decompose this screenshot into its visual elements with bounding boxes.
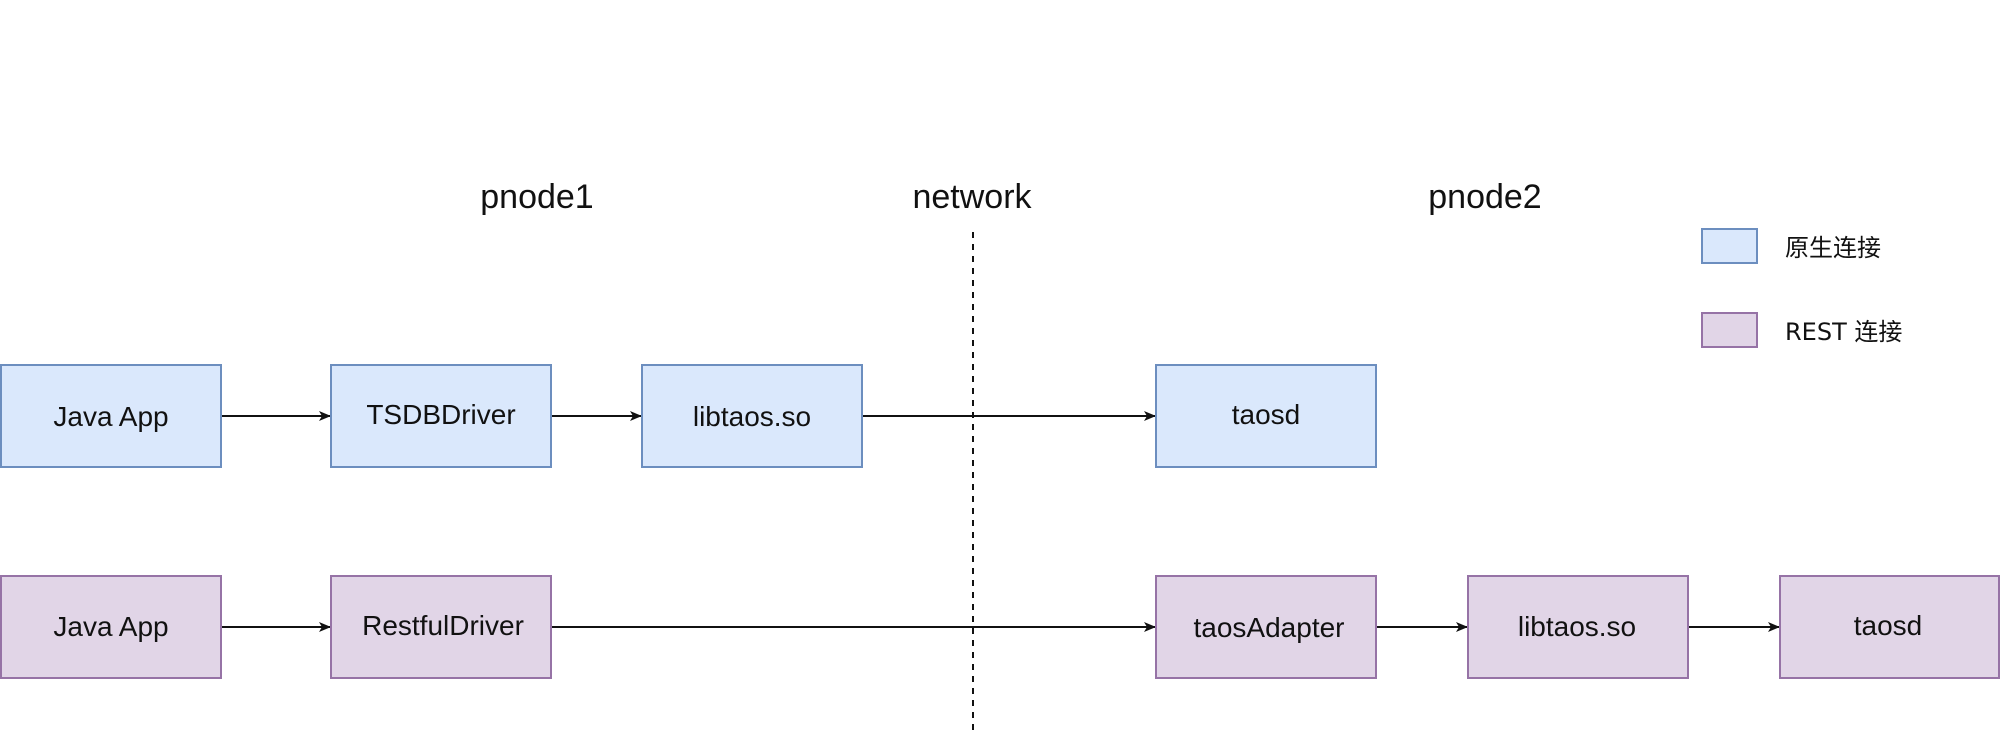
node-rest-restfuldriver: RestfulDriver (330, 575, 552, 679)
header-network: network (912, 178, 1032, 216)
node-rest-taosadapter: taosAdapter (1155, 575, 1377, 679)
node-rest-libtaos-label: libtaos.so (1518, 611, 1636, 642)
node-rest-restfuldriver-label: RestfulDriver (362, 610, 524, 641)
legend-native-swatch (1701, 228, 1758, 264)
legend-rest-swatch (1701, 312, 1758, 348)
node-rest-taosd-label: taosd (1854, 610, 1923, 641)
node-native-tsdbdriver: TSDBDriver (330, 364, 552, 468)
node-native-taosd-label: taosd (1232, 399, 1301, 430)
node-rest-taosd: taosd (1779, 575, 2000, 679)
node-native-libtaos-label: libtaos.so (693, 401, 811, 432)
node-native-tsdbdriver-label: TSDBDriver (366, 399, 515, 430)
node-rest-java-app-label: Java App (53, 611, 168, 642)
node-native-java-app-label: Java App (53, 401, 168, 432)
node-rest-java-app: Java App (0, 575, 222, 679)
node-native-java-app: Java App (0, 364, 222, 468)
header-pnode2: pnode2 (1428, 178, 1541, 216)
legend-native-label: 原生连接 (1785, 234, 1881, 262)
node-native-libtaos: libtaos.so (641, 364, 863, 468)
legend-rest-label: REST 连接 (1785, 318, 1902, 346)
node-native-taosd: taosd (1155, 364, 1377, 468)
node-rest-taosadapter-label: taosAdapter (1194, 612, 1345, 643)
node-rest-libtaos: libtaos.so (1467, 575, 1689, 679)
header-pnode1: pnode1 (480, 178, 593, 216)
